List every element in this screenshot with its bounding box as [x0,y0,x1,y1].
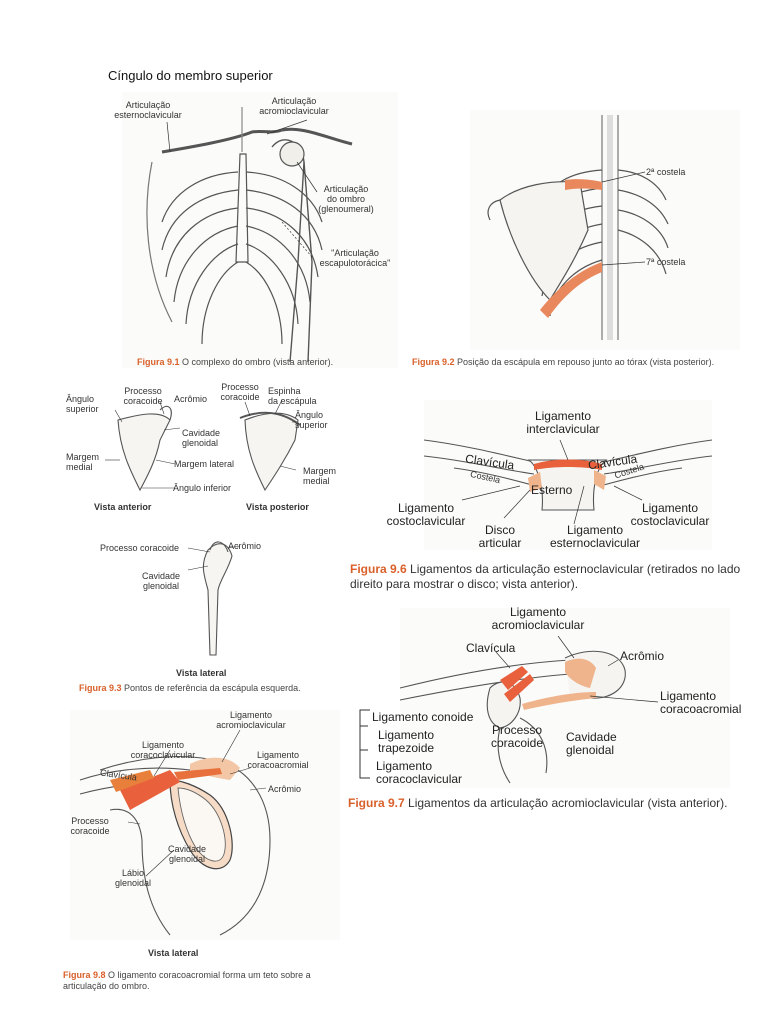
label-esterno: Esterno [531,483,573,497]
caption-9-7: Figura 9.7 Ligamentos da articulação acr… [348,796,758,811]
caption-9-6-num: Figura 9.6 [350,562,407,576]
caption-9-1-text: O complexo do ombro (vista anterior). [179,357,334,367]
caption-9-3-text: Pontos de referência da escápula esquerd… [121,683,301,693]
label-cavidade-glenoidal: Cavidade glenoidal [182,428,221,448]
label-cavidade-glenoidal-97: Cavidade glenoidal [566,730,617,757]
label-art-esterno: Articulação esternoclavicular [114,100,182,120]
label-lig-acromio-97: Ligamento acromioclavicular [491,605,585,632]
label-disco: Disco articular [478,523,522,550]
label-lig-inter: Ligamento interclavicular [526,409,600,436]
label-espinha: Espinha da escápula [268,386,317,406]
label-7-costela: 7ª costela [646,257,686,267]
caption-9-8: Figura 9.8 O ligamento coracoacromial fo… [63,970,348,992]
caption-9-6: Figura 9.6 Ligamentos da articulação est… [350,562,760,592]
label-angulo-inferior: Ângulo inferior [173,483,232,493]
label-lig-coracoacromial-97: Ligamento coracoacromial [660,689,742,716]
label-processo-coracoide-97: Processo coracoide [490,723,544,750]
caption-9-2-num: Figura 9.2 [412,357,455,367]
label-processo-coracoide: Processo coracoide [123,386,163,406]
label-acromio-98: Acrômio [268,784,302,794]
label-processo-coracoide-lat: Processo coracoide [100,543,180,553]
label-vista-posterior: Vista posterior [246,502,309,512]
figure-9-8-shoulder-lateral-drawing [79,729,271,936]
caption-9-1: Figura 9.1 O complexo do ombro (vista an… [137,357,397,368]
label-2-costela: 2ª costela [646,167,686,177]
label-cavidade-98: Cavidade glenoidal [167,844,207,864]
label-margem-medial-2: Margem medial [303,466,337,486]
label-cavidade-lat: Cavidade glenoidal [141,571,181,591]
label-lig-costo-l: Ligamento costoclavicular [386,501,466,528]
caption-9-1-num: Figura 9.1 [137,357,180,367]
label-art-ombro: Articulação do ombro (glenoumeral) [318,184,374,214]
label-lig-acromio-98: Ligamento acromioclavicular [216,710,286,730]
figure-9-6-sternoclavicular-drawing [423,439,713,525]
label-lig-coracoclavicular: Ligamento coracoclavicular [376,759,463,786]
label-vista-anterior: Vista anterior [94,502,152,512]
caption-9-8-num: Figura 9.8 [63,970,106,980]
figure-9-3-scapula-drawings [105,399,301,656]
caption-9-6-text: Ligamentos da articulação esternoclavicu… [350,562,741,591]
label-angulo-superior-2: Ângulo superior [295,410,328,430]
label-lig-coracoacromial-98: Ligamento coracoacromial [247,750,309,770]
label-lig-trapezoide: Ligamento trapezoide [378,728,435,755]
caption-9-3: Figura 9.3 Pontos de referência da escáp… [79,683,359,694]
label-vista-lateral-98: Vista lateral [148,948,199,958]
label-processo-98: Processo coracoide [70,816,110,836]
caption-9-3-num: Figura 9.3 [79,683,122,693]
label-lig-costo-r: Ligamento costoclavicular [630,501,710,528]
label-art-acromio: Articulação acromioclavicular [259,96,329,116]
label-margem-medial: Margem medial [66,452,100,472]
label-acromio-lat: Acrômio [228,541,262,551]
figure-9-2-posterior-thorax [487,115,669,340]
caption-9-2: Figura 9.2 Posição da escápula em repous… [412,357,742,368]
label-margem-lateral: Margem lateral [174,459,235,469]
caption-9-7-num: Figura 9.7 [348,796,405,810]
label-acromio: Acrômio [174,394,208,404]
label-lig-esterno: Ligamento esternoclavicular [549,523,641,550]
label-lig-coracoclav-98: Ligamento coracoclavicular [130,740,196,760]
label-labio-98: Lábio glenoidal [114,868,152,888]
label-angulo-superior: Ângulo superior [66,394,99,414]
figure-9-7-bracket [359,709,370,779]
label-art-escapulo: "Articulação escapulotorácica" [319,248,391,268]
label-vista-lateral-93: Vista lateral [176,668,227,678]
figure-9-7-acromioclavicular-drawing [399,635,659,784]
label-clavicula-97: Clavícula [466,641,516,655]
label-processo-coracoide-2: Processo coracoide [220,382,260,402]
caption-9-2-text: Posição da escápula em repouso junto ao … [454,357,715,367]
label-acromio-97: Acrômio [620,649,665,663]
caption-9-8-text: O ligamento coracoacromial forma um teto… [63,970,311,991]
figure-9-1-thorax-drawing [146,107,353,363]
caption-9-7-text: Ligamentos da articulação acromioclavicu… [404,796,728,810]
page-title: Cíngulo do membro superior [108,68,273,83]
label-lig-conoide: Ligamento conoide [372,710,474,724]
